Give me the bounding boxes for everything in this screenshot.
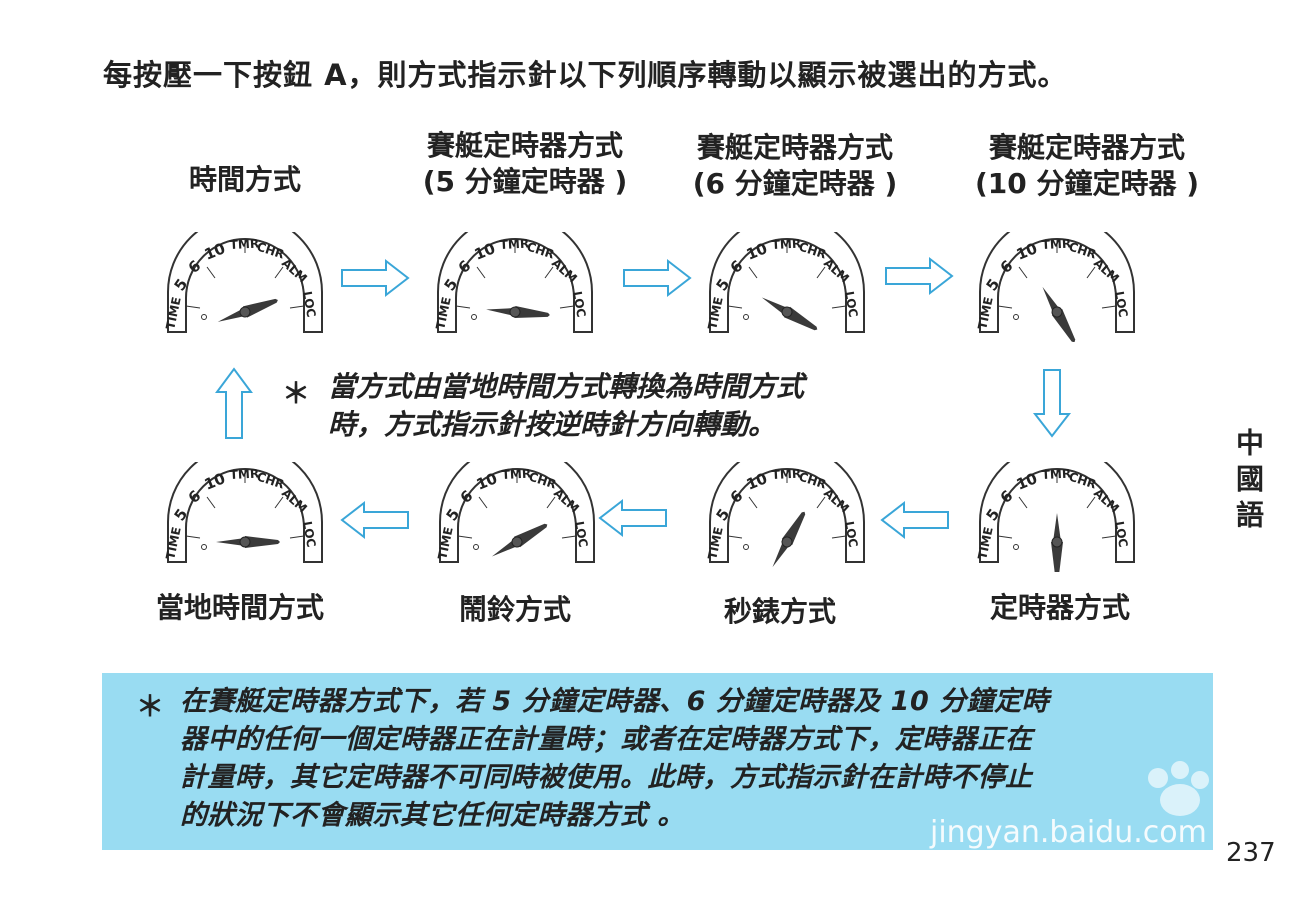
mode-label-localtime: 當地時間方式 bbox=[130, 590, 350, 626]
arrow-left-icon bbox=[598, 498, 667, 538]
arrow-right-icon bbox=[341, 258, 410, 298]
mode-label-line1: 賽艇定時器方式 bbox=[426, 129, 623, 162]
dial-alarm: TIME 5 6 10 TMR CHR ALM LOC bbox=[432, 444, 602, 576]
arrow-right-icon bbox=[623, 258, 692, 298]
dial-tmr-label: TMR bbox=[771, 466, 801, 482]
page-number: 237 bbox=[1226, 838, 1276, 868]
dial-time-label: TIME bbox=[975, 526, 996, 561]
dial-timer: TIME 5 6 10 TMR CHR ALM LOC bbox=[972, 444, 1142, 577]
dial-time-label: TIME bbox=[163, 526, 184, 561]
mode-label-line2: (5 分鐘定時器 ) bbox=[422, 165, 628, 198]
mode-dial-icon: TIME 5 6 10 TMR CHR ALM LOC bbox=[975, 444, 1135, 577]
baidu-watermark-logo bbox=[1148, 761, 1209, 816]
watermark-text: jingyan.baidu.com bbox=[930, 815, 1207, 850]
mode-label-line1: 秒錶方式 bbox=[723, 595, 836, 628]
mode-label-line1: 鬧鈴方式 bbox=[458, 593, 571, 626]
dial-tmr-label: TMR bbox=[229, 236, 259, 252]
mode-label-yacht10: 賽艇定時器方式 (10 分鐘定時器 ) bbox=[942, 130, 1232, 202]
mode-label-time: 時間方式 bbox=[160, 162, 330, 198]
mode-dial-icon: TIME 5 6 10 TMR CHR ALM LOC bbox=[433, 214, 593, 333]
dial-time-label: TIME bbox=[435, 526, 456, 561]
arrow-down-icon bbox=[1032, 369, 1072, 438]
mode-label-yacht5: 賽艇定時器方式 (5 分鐘定時器 ) bbox=[390, 128, 660, 200]
dial-tmr-label: TMR bbox=[501, 466, 531, 482]
mode-dial-icon: TIME 5 6 10 TMR CHR ALM LOC bbox=[163, 444, 323, 563]
dial-loc-label: LOC bbox=[300, 290, 318, 318]
arrow-right-icon bbox=[885, 256, 954, 296]
note-asterisk: ＊ bbox=[282, 377, 311, 410]
mode-label-line1: 賽艇定時器方式 bbox=[988, 131, 1185, 164]
dial-loc-label: LOC bbox=[300, 520, 318, 548]
dial-loc-label: LOC bbox=[1112, 520, 1130, 548]
language-side-label: 中國語 bbox=[1232, 428, 1265, 536]
mode-label-line1: 當地時間方式 bbox=[155, 591, 324, 624]
dial-loc-label: LOC bbox=[1112, 290, 1130, 318]
dial-loc-label: LOC bbox=[572, 520, 590, 548]
mode-label-line1: 定時器方式 bbox=[989, 591, 1130, 624]
dial-time-label: TIME bbox=[433, 296, 454, 331]
dial-yacht10: TIME 5 6 10 TMR CHR ALM LOC bbox=[972, 214, 1142, 346]
mode-dial-icon: TIME 5 6 10 TMR CHR ALM LOC bbox=[705, 214, 865, 333]
info-line: 器中的任何一個定時器正在計量時；或者在定時器方式下，定時器正在 bbox=[180, 724, 1033, 755]
note-text: 當方式由當地時間方式轉換為時間方式 時，方式指示針按逆時針方向轉動。 bbox=[328, 368, 804, 444]
info-asterisk: ＊ bbox=[136, 690, 165, 723]
mode-label-timer: 定時器方式 bbox=[960, 590, 1160, 626]
mode-dial-icon: TIME 5 6 10 TMR CHR ALM LOC bbox=[163, 214, 323, 333]
info-box bbox=[102, 673, 1213, 850]
dial-tmr-label: TMR bbox=[229, 466, 259, 482]
dial-loc-label: LOC bbox=[842, 520, 860, 548]
dial-tmr-label: TMR bbox=[1041, 236, 1071, 252]
dial-time-label: TIME bbox=[705, 526, 726, 561]
dial-time-label: TIME bbox=[975, 296, 996, 331]
mode-label-line1: 賽艇定時器方式 bbox=[696, 131, 893, 164]
arrow-left-icon bbox=[880, 500, 949, 540]
arrow-left-icon bbox=[340, 500, 409, 540]
dial-yacht5: TIME 5 6 10 TMR CHR ALM LOC bbox=[430, 214, 600, 346]
intro-text: 每按壓一下按鈕 A，則方式指示針以下列順序轉動以顯示被選出的方式。 bbox=[103, 58, 1068, 92]
mode-label-alarm: 鬧鈴方式 bbox=[425, 592, 605, 628]
dial-tmr-label: TMR bbox=[1041, 466, 1071, 482]
dial-loc-label: LOC bbox=[570, 290, 588, 318]
dial-time-label: TIME bbox=[705, 296, 726, 331]
dial-yacht6: TIME 5 6 10 TMR CHR ALM LOC bbox=[702, 214, 872, 346]
mode-dial-icon: TIME 5 6 10 TMR CHR ALM LOC bbox=[435, 444, 595, 563]
dial-loc-label: LOC bbox=[842, 290, 860, 318]
mode-dial-icon: TIME 5 6 10 TMR CHR ALM LOC bbox=[975, 214, 1135, 343]
dial-stopwatch: TIME 5 6 10 TMR CHR ALM LOC bbox=[702, 444, 872, 576]
mode-label-yacht6: 賽艇定時器方式 (6 分鐘定時器 ) bbox=[660, 130, 930, 202]
mode-label-stopwatch: 秒錶方式 bbox=[690, 594, 870, 630]
dial-localtime: TIME 5 6 10 TMR CHR ALM LOC bbox=[160, 444, 330, 576]
note-line: 當方式由當地時間方式轉換為時間方式 bbox=[328, 370, 805, 403]
mode-label-line2: (6 分鐘定時器 ) bbox=[692, 167, 898, 200]
dial-tmr-label: TMR bbox=[771, 236, 801, 252]
mode-label-line2: (10 分鐘定時器 ) bbox=[974, 167, 1200, 200]
dial-time: TIME 5 6 10 TMR CHR ALM LOC bbox=[160, 214, 330, 346]
dial-time-label: TIME bbox=[163, 296, 184, 331]
mode-label-line1: 時間方式 bbox=[188, 163, 301, 196]
info-line: 計量時，其它定時器不可同時被使用。此時，方式指示針在計時不停止 bbox=[180, 762, 1033, 793]
info-line: 的狀況下不會顯示其它任何定時器方式 。 bbox=[180, 800, 685, 831]
dial-tmr-label: TMR bbox=[499, 236, 529, 252]
note-line: 時，方式指示針按逆時針方向轉動。 bbox=[328, 408, 777, 441]
mode-dial-icon: TIME 5 6 10 TMR CHR ALM LOC bbox=[705, 444, 865, 568]
arrow-up-icon bbox=[215, 367, 253, 439]
info-line: 在賽艇定時器方式下，若 5 分鐘定時器、6 分鐘定時器及 10 分鐘定時 bbox=[180, 686, 1050, 717]
info-text: 在賽艇定時器方式下，若 5 分鐘定時器、6 分鐘定時器及 10 分鐘定時 器中的… bbox=[180, 683, 1200, 835]
